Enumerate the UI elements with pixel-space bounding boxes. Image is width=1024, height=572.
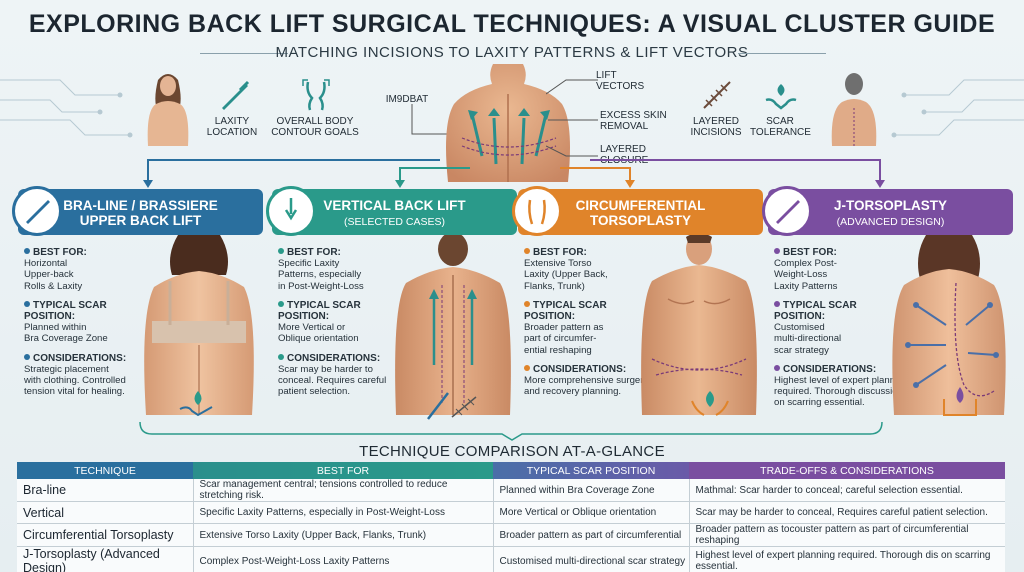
table-cell: Complex Post-Weight-Loss Laxity Patterns bbox=[192, 546, 493, 572]
table-cell: Bra-line bbox=[17, 479, 193, 502]
best-for-heading: BEST FOR: bbox=[24, 247, 132, 258]
card-details: BEST FOR: Extensive Torso Laxity (Upper … bbox=[524, 247, 648, 397]
circumferential-torso-photo bbox=[641, 235, 757, 415]
man-back-figure-icon bbox=[831, 73, 877, 146]
subtitle-rule-left bbox=[200, 53, 288, 54]
layered-incisions-label: LAYERED INCISIONS bbox=[690, 116, 742, 138]
woman-back-figure-icon bbox=[147, 74, 189, 146]
scar-heading: TYPICAL SCAR POSITION: bbox=[524, 299, 607, 323]
table-cell: Planned within Bra Coverage Zone bbox=[492, 479, 689, 502]
considerations-heading: CONSIDERATIONS: bbox=[774, 364, 882, 375]
connector-arrows bbox=[143, 159, 885, 188]
scar-tolerance-label: SCAR TOLERANCE bbox=[750, 116, 811, 138]
scalpel-icon bbox=[762, 186, 812, 236]
considerations-heading: CONSIDERATIONS: bbox=[524, 364, 632, 375]
scalpel-incision-icon bbox=[427, 392, 477, 420]
best-for-text: Extensive Torso Laxity (Upper Back, Flan… bbox=[524, 258, 608, 292]
comparison-table: TECHNIQUE BEST FOR TYPICAL SCAR POSITION… bbox=[17, 462, 1005, 572]
table-cell: Mathmal: Scar harder to conceal; careful… bbox=[688, 479, 1005, 502]
technique-card-bra-line: BRA-LINE / BRASSIERE UPPER BACK LIFT BES… bbox=[12, 186, 263, 434]
technique-card-j-torsoplasty: J-TORSOPLASTY(ADVANCED DESIGN) BEST FOR:… bbox=[762, 186, 1013, 434]
circuit-decoration-right bbox=[891, 79, 1024, 138]
page-title: EXPLORING BACK LIFT SURGICAL TECHNIQUES:… bbox=[28, 10, 996, 38]
table-cell: Circumferential Torsoplasty bbox=[17, 523, 193, 547]
scar-text: Customised multi-directional scar strate… bbox=[774, 322, 842, 356]
table-cell: Broader pattern as part of circumferenti… bbox=[492, 523, 689, 547]
table-cell: Vertical bbox=[17, 501, 193, 524]
table-cell: Scar may be harder to conceal, Requires … bbox=[688, 501, 1005, 524]
circuit-decoration-left bbox=[0, 79, 133, 138]
center-back-figure bbox=[446, 64, 570, 182]
technique-card-circumferential: CIRCUMFERENTIAL TORSOPLASTY BEST FOR: Ex… bbox=[512, 186, 763, 434]
column-header: TYPICAL SCAR POSITION bbox=[493, 462, 689, 479]
table-cell: More Vertical or Oblique orientation bbox=[492, 501, 689, 524]
considerations-text: Strategic placement with clothing. Contr… bbox=[24, 363, 126, 398]
incision-sutures-icon bbox=[703, 81, 731, 109]
leaf-hands-icon bbox=[691, 391, 729, 416]
callout-lines-right bbox=[546, 79, 598, 157]
j-torsoplasty-back-photo bbox=[892, 235, 1006, 415]
table-row: Bra-line Scar management central; tensio… bbox=[17, 479, 1005, 502]
column-header: TRADE-OFFS & CONSIDERATIONS bbox=[689, 462, 1005, 479]
table-cell: Highest level of expert planning require… bbox=[688, 546, 1005, 572]
scar-heading: TYPICAL SCAR POSITION: bbox=[774, 299, 857, 323]
best-for-text: Complex Post- Weight-Loss Laxity Pattern… bbox=[774, 258, 838, 292]
scar-text: Planned within Bra Coverage Zone bbox=[24, 322, 108, 345]
best-for-heading: BEST FOR: bbox=[774, 247, 882, 258]
best-for-heading: BEST FOR: bbox=[278, 247, 386, 258]
card-details: BEST FOR: Specific Laxity Patterns, espe… bbox=[278, 247, 386, 397]
table-row: J-Torsoplasty (Advanced Design) Complex … bbox=[17, 546, 1005, 572]
droplet-hands-icon bbox=[943, 387, 977, 416]
lift-vectors-label: LIFT VECTORS bbox=[596, 70, 645, 92]
scar-heading: TYPICAL SCAR POSITION: bbox=[278, 299, 361, 323]
table-cell: Extensive Torso Laxity (Upper Back, Flan… bbox=[192, 523, 493, 547]
column-header: TECHNIQUE bbox=[17, 462, 193, 479]
scar-heading: TYPICAL SCAR POSITION: bbox=[24, 299, 107, 323]
table-row: Circumferential Torsoplasty Extensive To… bbox=[17, 523, 1005, 547]
caring-hands-icon bbox=[765, 84, 797, 110]
considerations-text: Highest level of expert planning require… bbox=[774, 375, 908, 409]
comparison-title: TECHNIQUE COMPARISON AT-A-GLANCE bbox=[359, 443, 665, 460]
best-for-text: Specific Laxity Patterns, especially in … bbox=[278, 258, 364, 292]
considerations-text: Scar may be harder to conceal. Requires … bbox=[278, 363, 387, 398]
scalpel-icon bbox=[222, 80, 250, 110]
column-header: BEST FOR bbox=[193, 462, 493, 479]
card-title: CIRCUMFERENTIAL TORSOPLASTY bbox=[518, 189, 763, 235]
contour-goals-label: OVERALL BODY CONTOUR GOALS bbox=[271, 116, 359, 138]
torso-icon bbox=[512, 186, 562, 236]
table-cell: Scar management central; tensions contro… bbox=[192, 479, 493, 502]
excess-skin-label: EXCESS SKIN REMOVAL bbox=[600, 110, 667, 132]
scalpel-icon bbox=[12, 186, 62, 236]
table-cell: Broader pattern as tocouster pattern as … bbox=[688, 523, 1005, 547]
card-details: BEST FOR: Horizontal Upper-back Rolls & … bbox=[24, 247, 132, 397]
body-contour-icon bbox=[302, 79, 330, 111]
considerations-text: More comprehensive surgery and recovery … bbox=[524, 375, 649, 398]
laxity-location-label: LAXITY LOCATION bbox=[206, 116, 258, 138]
subtitle-rule-right bbox=[738, 53, 826, 54]
table-cell: Customised multi-directional scar strate… bbox=[492, 546, 689, 572]
caring-hands-icon bbox=[179, 391, 213, 417]
page-subtitle: MATCHING INCISIONS TO LAXITY PATTERNS & … bbox=[275, 44, 749, 61]
table-cell: J-Torsoplasty (Advanced Design) bbox=[17, 546, 193, 572]
table-cell: Specific Laxity Patterns, especially in … bbox=[192, 501, 493, 524]
considerations-heading: CONSIDERATIONS: bbox=[24, 353, 132, 364]
best-for-text: Horizontal Upper-back Rolls & Laxity bbox=[24, 258, 83, 292]
best-for-heading: BEST FOR: bbox=[524, 247, 632, 258]
callout-line-left bbox=[411, 104, 458, 135]
im9dbat-label: IM9DBAT bbox=[385, 94, 429, 105]
considerations-heading: CONSIDERATIONS: bbox=[278, 353, 386, 364]
scar-text: Broader pattern as part of circumfer- en… bbox=[524, 322, 604, 356]
vertical-back-photo bbox=[395, 235, 511, 415]
scar-text: More Vertical or Oblique orientation bbox=[278, 322, 359, 345]
card-details: BEST FOR: Complex Post- Weight-Loss Laxi… bbox=[774, 247, 908, 409]
table-header-row: TECHNIQUE BEST FOR TYPICAL SCAR POSITION… bbox=[17, 462, 1005, 479]
scalpel-down-icon bbox=[266, 186, 316, 236]
table-row: Vertical Specific Laxity Patterns, espec… bbox=[17, 501, 1005, 524]
technique-card-vertical: VERTICAL BACK LIFT(SELECTED CASES) BEST … bbox=[266, 186, 517, 434]
bra-line-back-photo bbox=[144, 235, 254, 415]
card-title: BRA-LINE / BRASSIERE UPPER BACK LIFT bbox=[18, 189, 263, 235]
section-bracket bbox=[139, 421, 883, 441]
